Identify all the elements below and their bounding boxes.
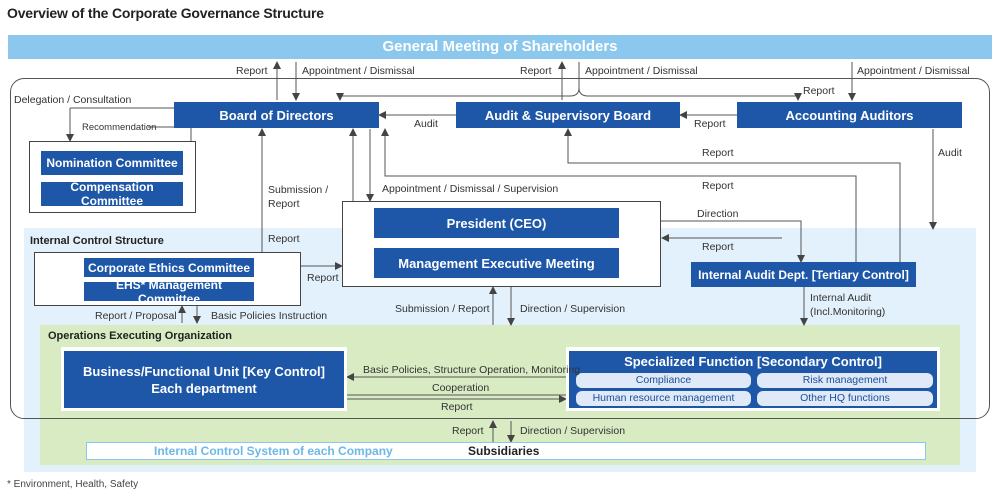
label-appointment-audit-board: Appointment / Dismissal [585,65,698,77]
compensation-committee: Compensation Committee [41,180,183,208]
label-incl-monitoring: (Incl.Monitoring) [810,306,886,318]
internal-audit-dept: Internal Audit Dept. [Tertiary Control] [691,262,916,287]
business-unit-subtitle: Each department [151,380,257,396]
specialized-function-title: Specialized Function [Secondary Control] [624,354,882,369]
general-meeting-banner: General Meeting of Shareholders [8,35,992,59]
president-ceo: President (CEO) [374,208,619,238]
label-submission-report: Submission / Report [268,184,329,210]
label-basic-policies: Basic Policies Instruction [211,310,328,322]
subsidiaries-label: Subsidiaries [468,444,540,458]
audit-supervisory-board: Audit & Supervisory Board [456,102,680,128]
pill-compliance: Compliance [576,373,751,388]
operations-label: Operations Executing Organization [48,330,232,342]
label-appointment-auditors: Appointment / Dismissal [857,65,970,77]
label-direction: Direction [697,208,739,220]
board-of-directors: Board of Directors [174,102,379,128]
label-submission-report-ops: Submission / Report [395,303,490,315]
label-basic-policies-ops: Basic Policies, Structure Operation, Mon… [363,364,581,376]
label-report-audit-dept-2: Report [702,180,734,192]
label-appointment-board: Appointment / Dismissal [302,65,415,77]
label-audit-board: Audit [414,118,438,130]
ehs-management-committee: EHS* Management Committee [84,278,254,306]
label-report-committees: Report [307,272,339,284]
label-report-auditors: Report [694,118,726,130]
nomination-committee: Nomination Committee [41,151,183,175]
label-report-audit-dept-1: Report [702,147,734,159]
ics-company-label: Internal Control System of each Company [154,444,393,458]
label-report-audit-board: Report [520,65,552,77]
label-report-ica: Report [702,241,734,253]
accounting-auditors: Accounting Auditors [737,102,962,128]
label-recommendation: Recommendation [82,122,157,133]
specialized-function: Specialized Function [Secondary Control]… [569,351,937,408]
company-outline [10,78,990,419]
label-direction-subsidiaries: Direction / Supervision [520,425,626,437]
pill-risk-management: Risk management [757,373,933,388]
label-report-subsidiaries: Report [452,425,484,437]
label-delegation: Delegation / Consultation [14,94,132,106]
label-report-auditors-top: Report [803,85,835,97]
label-report-proposal: Report / Proposal [95,310,177,322]
business-unit-title: Business/Functional Unit [Key Control] [83,363,325,379]
corporate-ethics-committee: Corporate Ethics Committee [84,258,254,277]
pill-human-resource: Human resource management [576,391,751,406]
label-audit-right: Audit [938,147,962,159]
subsidiaries-bar [86,442,926,460]
label-internal-audit: Internal Audit [810,292,872,304]
label-report-board: Report [236,65,268,77]
pill-other-hq: Other HQ functions [757,391,933,406]
footnote: * Environment, Health, Safety [7,479,139,490]
label-report-ics: Report [268,233,300,245]
label-appointment-supervision: Appointment / Dismissal / Supervision [382,183,559,195]
management-executive-meeting: Management Executive Meeting [374,248,619,278]
diagram-title: Overview of the Corporate Governance Str… [7,5,324,21]
internal-control-structure-label: Internal Control Structure [30,235,164,247]
label-cooperation: Cooperation [432,382,490,394]
label-report-ops: Report [441,401,473,413]
label-direction-supervision: Direction / Supervision [520,303,626,315]
business-functional-unit: Business/Functional Unit [Key Control] E… [64,351,344,408]
